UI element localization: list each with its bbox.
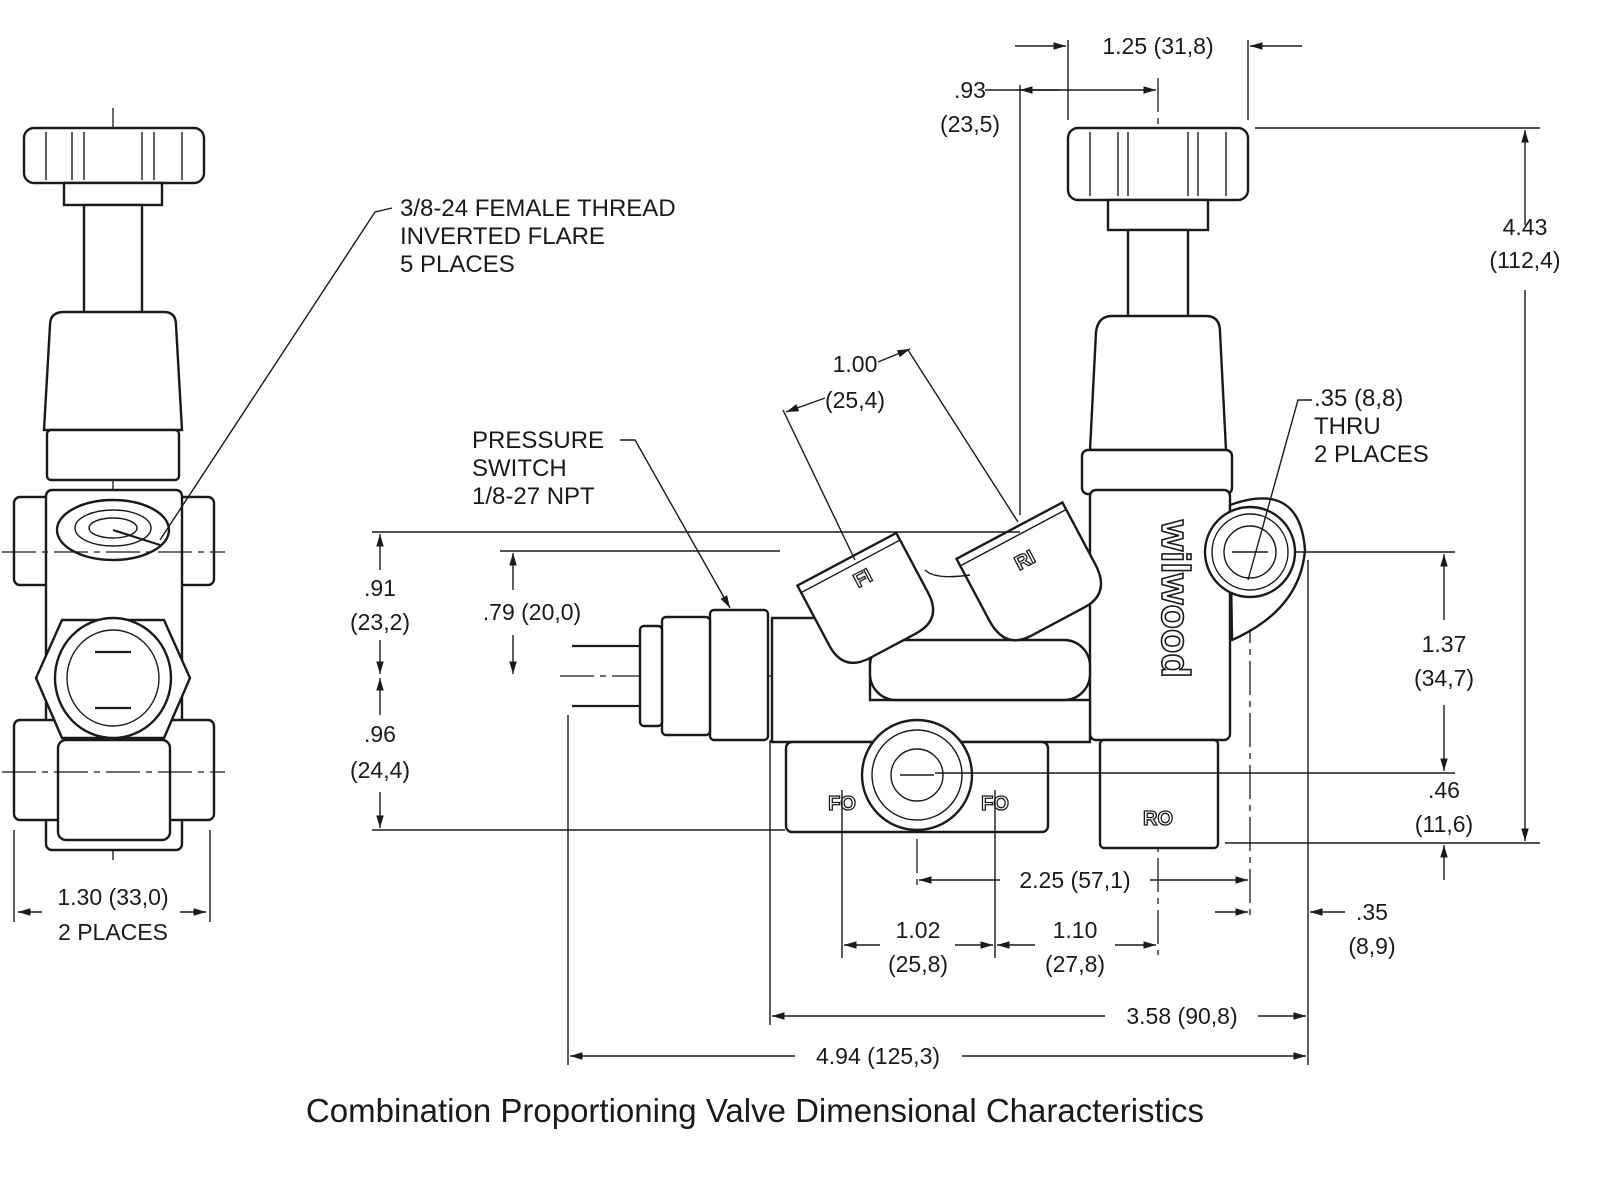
dim-lower-height-mm: (24,4) <box>350 757 410 783</box>
dim-overall-height: 4.43 <box>1503 214 1548 240</box>
rear-inlet-port <box>954 500 1103 642</box>
pressure-switch <box>572 608 770 742</box>
note-switch-line2: SWITCH <box>472 455 567 482</box>
dim-side-width: 1.30 (33,0) <box>57 884 168 910</box>
dim-inlet-spacing-mm: (25,4) <box>825 387 885 413</box>
mount-hole <box>1223 525 1277 579</box>
dim-edge-offset: .35 <box>1356 899 1388 925</box>
dim-lower-height: .96 <box>364 721 396 747</box>
note-thread-line3: 5 PLACES <box>400 251 515 278</box>
front-inlet-port <box>795 531 935 665</box>
side-knob <box>22 126 206 185</box>
dim-mount-horizontal: 2.25 (57,1) <box>1019 867 1130 893</box>
adjuster-knob <box>1066 126 1250 202</box>
dim-knob-width: 1.25 (31,8) <box>1102 33 1213 59</box>
note-mount-line1: .35 (8,8) <box>1314 385 1403 412</box>
dim-side-width-note: 2 PLACES <box>58 919 168 945</box>
dim-body-length: 3.58 (90,8) <box>1126 1003 1237 1029</box>
dim-switch-height: .79 (20,0) <box>483 599 581 625</box>
dim-mount-vertical: 1.37 <box>1422 631 1467 657</box>
dim-edge-offset-mm: (8,9) <box>1348 933 1395 959</box>
dim-outlet-spacing-1: 1.02 <box>896 917 941 943</box>
note-switch-line3: 1/8-27 NPT <box>472 483 595 510</box>
dim-upper-height-mm: (23,2) <box>350 609 410 635</box>
thread-leader <box>159 207 393 541</box>
dim-knob-offset: .93 <box>954 77 986 103</box>
dim-mount-vertical-mm: (34,7) <box>1414 665 1474 691</box>
note-switch-line1: PRESSURE <box>472 427 604 454</box>
dim-mount-bottom-mm: (11,6) <box>1415 811 1473 837</box>
diagram-title: Combination Proportioning Valve Dimensio… <box>305 1092 1205 1129</box>
dim-outlet-spacing-2: 1.10 <box>1053 917 1098 943</box>
dim-upper-height: .91 <box>364 575 396 601</box>
dim-knob-offset-mm: (23,5) <box>940 111 1000 137</box>
dim-mount-bottom: .46 <box>1428 777 1460 803</box>
note-thread-line2: INVERTED FLARE <box>400 223 605 250</box>
port-label-ro: RO <box>1143 808 1173 830</box>
side-view <box>2 108 225 922</box>
rear-outlet-boss <box>1098 738 1220 850</box>
front-view: wilwood FI RI FO FO RO <box>560 78 1307 955</box>
note-mount-line2: THRU <box>1314 413 1381 440</box>
wilwood-logo: wilwood <box>1153 519 1197 678</box>
dim-overall-length: 4.94 (125,3) <box>816 1043 940 1069</box>
note-mount-line3: 2 PLACES <box>1314 441 1429 468</box>
dim-outlet-spacing-1-mm: (25,8) <box>888 951 948 977</box>
dim-inlet-spacing: 1.00 <box>833 351 878 377</box>
dim-outlet-spacing-2-mm: (27,8) <box>1045 951 1105 977</box>
dim-overall-height-mm: (112,4) <box>1489 247 1560 273</box>
note-thread-line1: 3/8-24 FEMALE THREAD <box>400 195 676 222</box>
